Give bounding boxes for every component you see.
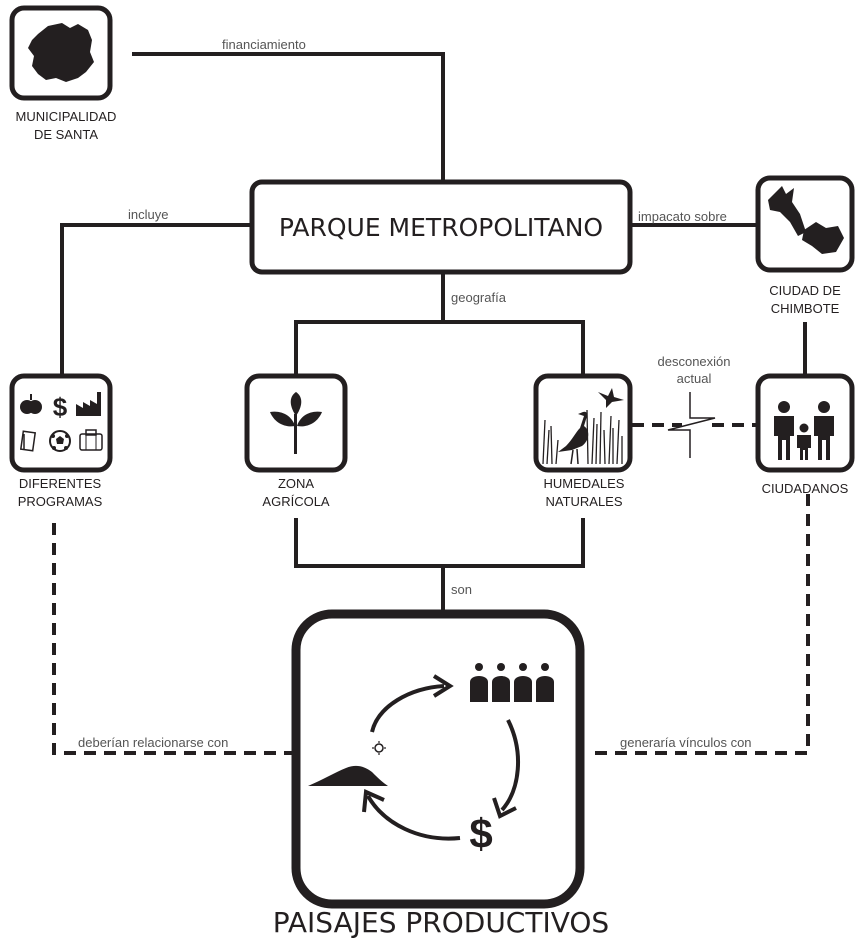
programas-line1: DIFERENTES — [19, 476, 102, 491]
edge-incluye — [60, 223, 252, 376]
heron-icon — [558, 411, 589, 465]
cycle-arrowhead-bottom-icon — [362, 789, 385, 813]
flying-bird-icon — [598, 388, 624, 408]
ciudad-line1: CIUDAD DE — [769, 283, 841, 298]
paisajes-title: PAISAJES PRODUCTIVOS — [273, 906, 609, 939]
city-map-icon — [768, 186, 806, 236]
node-municipalidad: MUNICIPALIDAD DE SANTA — [9, 5, 117, 142]
edge-generaria — [588, 494, 810, 755]
book-icon — [19, 430, 37, 452]
cycle-arrowhead-right-icon — [492, 797, 517, 819]
region-map-icon — [28, 23, 94, 82]
parque-title: PARQUE METROPOLITANO — [279, 213, 603, 242]
label-desconexion-1: desconexión — [658, 354, 731, 369]
break-symbol-icon — [667, 392, 716, 458]
edge-deberian — [52, 523, 292, 755]
apple-icon — [20, 394, 42, 414]
node-zona-agricola: ZONA AGRÍCOLA — [244, 373, 348, 509]
edge-fork-top — [294, 320, 585, 376]
family-icon — [774, 401, 834, 460]
cycle-arrow-right — [500, 719, 520, 812]
land-mound-icon — [308, 765, 388, 786]
ciudadanos-label: CIUDADANOS — [762, 481, 849, 496]
label-desconexion-2: actual — [677, 371, 712, 386]
edge-financiamiento — [132, 52, 445, 182]
connectors — [52, 52, 810, 755]
programas-line2: PROGRAMAS — [18, 494, 103, 509]
label-incluye: incluye — [128, 207, 168, 222]
label-impacto: impacato sobre — [638, 209, 727, 224]
node-humedales-naturales: HUMEDALES NATURALES — [533, 373, 633, 509]
dollar-icon: $ — [53, 392, 68, 422]
node-ciudadanos: CIUDADANOS — [755, 373, 855, 496]
wetland-reeds-icon — [542, 409, 623, 465]
label-deberian: deberían relacionarse con — [78, 735, 228, 750]
cycle-arrowhead-top-icon — [432, 674, 454, 698]
humedales-line1: HUMEDALES — [544, 476, 625, 491]
plant-icon — [270, 392, 322, 454]
soccer-ball-icon — [49, 430, 71, 452]
node-ciudad-chimbote: CIUDAD DE CHIMBOTE — [755, 175, 855, 316]
cycle-arrow-bottom — [366, 794, 461, 841]
node-parque-metropolitano: PARQUE METROPOLITANO — [249, 179, 633, 275]
label-generaria: generaría vínculos con — [620, 735, 752, 750]
label-son: son — [451, 582, 472, 597]
humedales-line2: NATURALES — [545, 494, 622, 509]
dollar-icon: $ — [469, 810, 492, 857]
municipalidad-line1: MUNICIPALIDAD — [16, 109, 117, 124]
label-geografia: geografía — [451, 290, 507, 305]
briefcase-icon — [79, 429, 103, 451]
node-paisajes-productivos: $ PAISAJES PRODUCTIVOS — [273, 609, 609, 939]
ciudad-line2: CHIMBOTE — [771, 301, 840, 316]
cycle-arrow-top — [370, 684, 445, 733]
zona-line1: ZONA — [278, 476, 314, 491]
people-group-icon — [470, 663, 554, 702]
node-diferentes-programas: $ DIFERENTES PROGRAMAS — [9, 373, 113, 509]
municipalidad-line2: DE SANTA — [34, 127, 98, 142]
factory-icon — [76, 392, 101, 416]
city-map-icon-south — [802, 222, 844, 254]
seed-icon — [372, 741, 386, 755]
label-financiamiento: financiamiento — [222, 37, 306, 52]
zona-line2: AGRÍCOLA — [262, 494, 330, 509]
edge-fork-bottom — [294, 518, 585, 568]
